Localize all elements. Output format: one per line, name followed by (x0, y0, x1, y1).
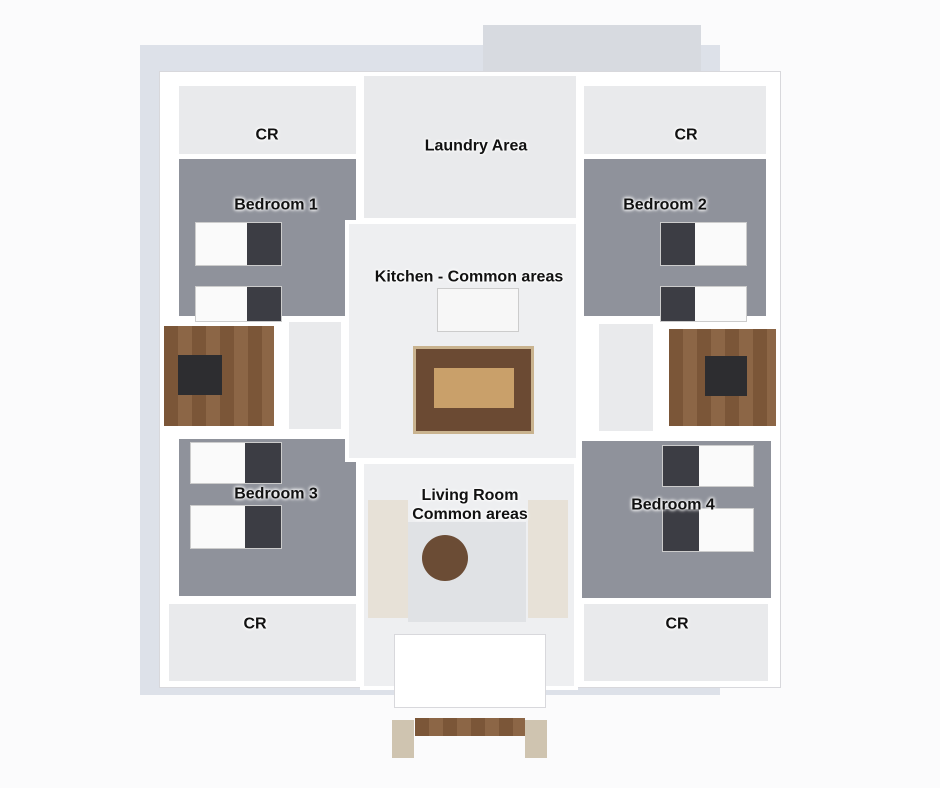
label-laundry: Laundry Area (424, 137, 528, 155)
bed (660, 222, 747, 266)
label-living-room: Living Room Common areas (412, 486, 528, 524)
label-kitchen: Kitchen - Common areas (374, 268, 564, 286)
bed (190, 505, 282, 549)
hallway-left (285, 318, 345, 433)
bed (195, 222, 282, 266)
cr-bottom-right (580, 600, 772, 685)
living-rug (408, 522, 526, 622)
bed (195, 286, 282, 322)
label-bedroom-4: Bedroom 4 (631, 496, 715, 514)
bed (190, 442, 282, 484)
dining-table (434, 368, 514, 408)
label-living-line1: Living Room (421, 487, 519, 504)
label-cr-bottom-right: CR (665, 615, 689, 633)
roof-strip (483, 25, 701, 73)
label-bedroom-2: Bedroom 2 (623, 196, 707, 214)
label-bedroom-1: Bedroom 1 (234, 196, 318, 214)
label-bedroom-3: Bedroom 3 (234, 485, 318, 503)
bed (662, 445, 754, 487)
cr-bottom-left (165, 600, 360, 685)
label-cr-top-right: CR (674, 126, 698, 144)
planter-right (525, 720, 547, 758)
hallway-right (595, 320, 657, 435)
porch-steps (415, 718, 525, 736)
dining-table-right (705, 356, 747, 396)
sofa-right (528, 500, 568, 618)
label-living-line2: Common areas (412, 506, 528, 523)
coffee-table (422, 535, 468, 581)
cr-top-left (175, 82, 360, 158)
sofa-left (368, 500, 408, 618)
label-cr-bottom-left: CR (243, 615, 267, 633)
planter-left (392, 720, 414, 758)
cr-top-right (580, 82, 770, 158)
dining-table-left (178, 355, 222, 395)
bed (660, 286, 747, 322)
label-cr-top-left: CR (255, 126, 279, 144)
porch (395, 635, 545, 707)
kitchen-island (437, 288, 519, 332)
bed (662, 508, 754, 552)
